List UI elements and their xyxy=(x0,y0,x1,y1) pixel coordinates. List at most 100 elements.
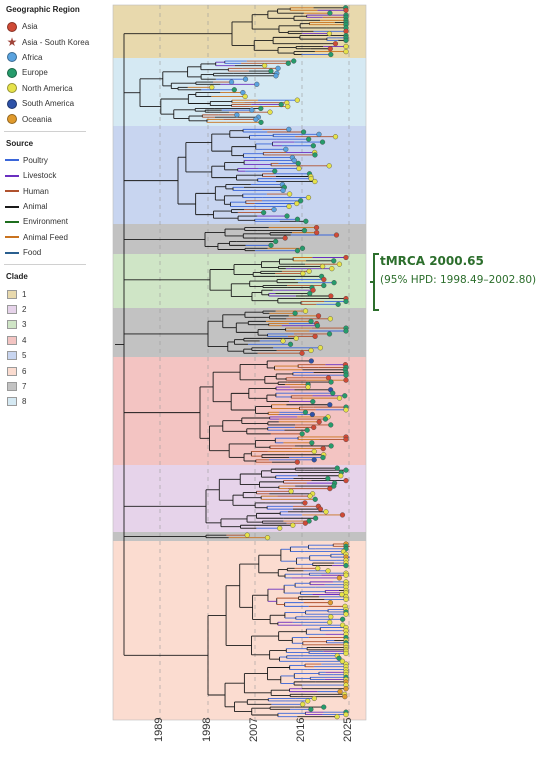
tip-marker xyxy=(333,232,340,238)
legend-label: Asia - South Korea xyxy=(22,37,90,47)
legend-label: South America xyxy=(22,99,75,109)
tip-marker xyxy=(329,266,335,272)
tip-marker xyxy=(231,87,237,93)
tip-marker xyxy=(343,298,349,305)
tip-marker xyxy=(334,465,340,471)
legend-clade-3: 3 xyxy=(0,317,108,332)
legend-label: 2 xyxy=(22,305,27,315)
tip-marker xyxy=(253,116,259,122)
tip-marker xyxy=(244,532,250,538)
clade-band-4 xyxy=(113,357,366,465)
tip-marker xyxy=(282,235,288,241)
tip-marker xyxy=(320,263,326,270)
tip-marker xyxy=(308,706,314,712)
legend-label: Asia xyxy=(22,22,38,32)
tip-marker xyxy=(268,242,274,248)
tip-marker xyxy=(343,478,349,484)
tip-marker xyxy=(303,218,309,224)
tip-marker xyxy=(290,522,296,528)
tip-marker xyxy=(294,459,300,465)
tip-marker xyxy=(336,261,343,267)
tip-marker xyxy=(343,377,349,383)
tip-marker xyxy=(330,390,336,396)
clade-band-8 xyxy=(113,58,366,126)
tip-marker xyxy=(317,506,324,512)
tip-marker xyxy=(242,76,249,82)
tip-marker xyxy=(308,358,314,364)
swatch-icon xyxy=(7,305,17,315)
tip-marker xyxy=(317,345,323,351)
tip-marker xyxy=(286,126,292,132)
tip-marker xyxy=(268,68,274,74)
legend-clade-2: 2 xyxy=(0,302,108,317)
legend-source-human: Human xyxy=(0,184,108,199)
legend-label: 5 xyxy=(22,351,27,361)
tip-marker xyxy=(310,287,316,293)
tip-marker xyxy=(294,248,301,254)
line-icon xyxy=(5,159,19,162)
tip-marker xyxy=(343,28,349,34)
legend-source-animal: Animal xyxy=(0,199,108,214)
tip-marker xyxy=(294,216,301,222)
tip-marker xyxy=(343,43,349,50)
tip-marker xyxy=(343,711,349,718)
tip-marker xyxy=(308,347,314,354)
tip-marker xyxy=(312,152,318,158)
tip-marker xyxy=(294,200,300,207)
tip-marker xyxy=(320,454,326,461)
tip-marker xyxy=(312,178,318,185)
tip-marker xyxy=(240,89,246,96)
circle-icon xyxy=(7,114,17,125)
tip-marker xyxy=(306,136,312,142)
tip-marker xyxy=(209,84,215,90)
tip-marker xyxy=(343,407,349,413)
swatch-icon xyxy=(7,320,17,330)
tip-marker xyxy=(312,333,318,339)
tip-marker xyxy=(291,157,297,164)
tip-marker xyxy=(339,658,346,664)
tip-marker xyxy=(331,483,337,489)
tip-marker xyxy=(299,350,305,356)
tip-marker xyxy=(339,591,345,598)
swatch-icon xyxy=(7,366,17,376)
tip-marker xyxy=(311,695,317,702)
tip-marker xyxy=(319,139,326,145)
legend-label: North America xyxy=(22,83,73,93)
tip-marker xyxy=(249,107,255,113)
tip-marker xyxy=(302,409,309,415)
swatch-icon xyxy=(7,382,17,391)
tip-markers xyxy=(209,5,349,720)
legend-region-oceania: Oceania xyxy=(0,111,108,126)
tip-marker xyxy=(277,525,283,531)
tip-marker xyxy=(328,422,334,428)
year-tick-1989: 1989 xyxy=(153,718,165,742)
clade-band-7 xyxy=(113,532,366,541)
bracket-icon xyxy=(370,253,379,311)
tip-marker xyxy=(339,512,346,518)
tip-marker xyxy=(254,81,260,87)
tip-marker xyxy=(326,30,333,37)
tip-marker xyxy=(331,280,337,286)
tip-marker xyxy=(293,335,299,341)
legend-source-animal-feed: Animal Feed xyxy=(0,230,108,245)
tip-marker xyxy=(335,301,341,307)
legend-panel: Geographic Region Asia ★Asia - South Kor… xyxy=(0,5,108,410)
tip-marker xyxy=(307,290,313,297)
tip-marker xyxy=(305,194,312,201)
tip-marker xyxy=(336,655,342,661)
tip-marker xyxy=(292,310,298,316)
tip-marker xyxy=(337,689,343,695)
line-icon xyxy=(5,174,19,177)
year-tick-1998: 1998 xyxy=(201,718,213,742)
tip-marker xyxy=(338,473,344,479)
tip-marker xyxy=(336,395,343,401)
legend-region-asia-south-korea: ★Asia - South Korea xyxy=(0,34,108,49)
tip-marker xyxy=(343,572,349,578)
tip-marker xyxy=(327,600,333,606)
legend-region-asia: Asia xyxy=(0,19,108,34)
clade-band-2 xyxy=(113,465,366,532)
tip-marker xyxy=(258,119,264,125)
tip-marker xyxy=(286,203,292,210)
tip-marker xyxy=(309,440,315,446)
tip-marker xyxy=(310,399,316,405)
